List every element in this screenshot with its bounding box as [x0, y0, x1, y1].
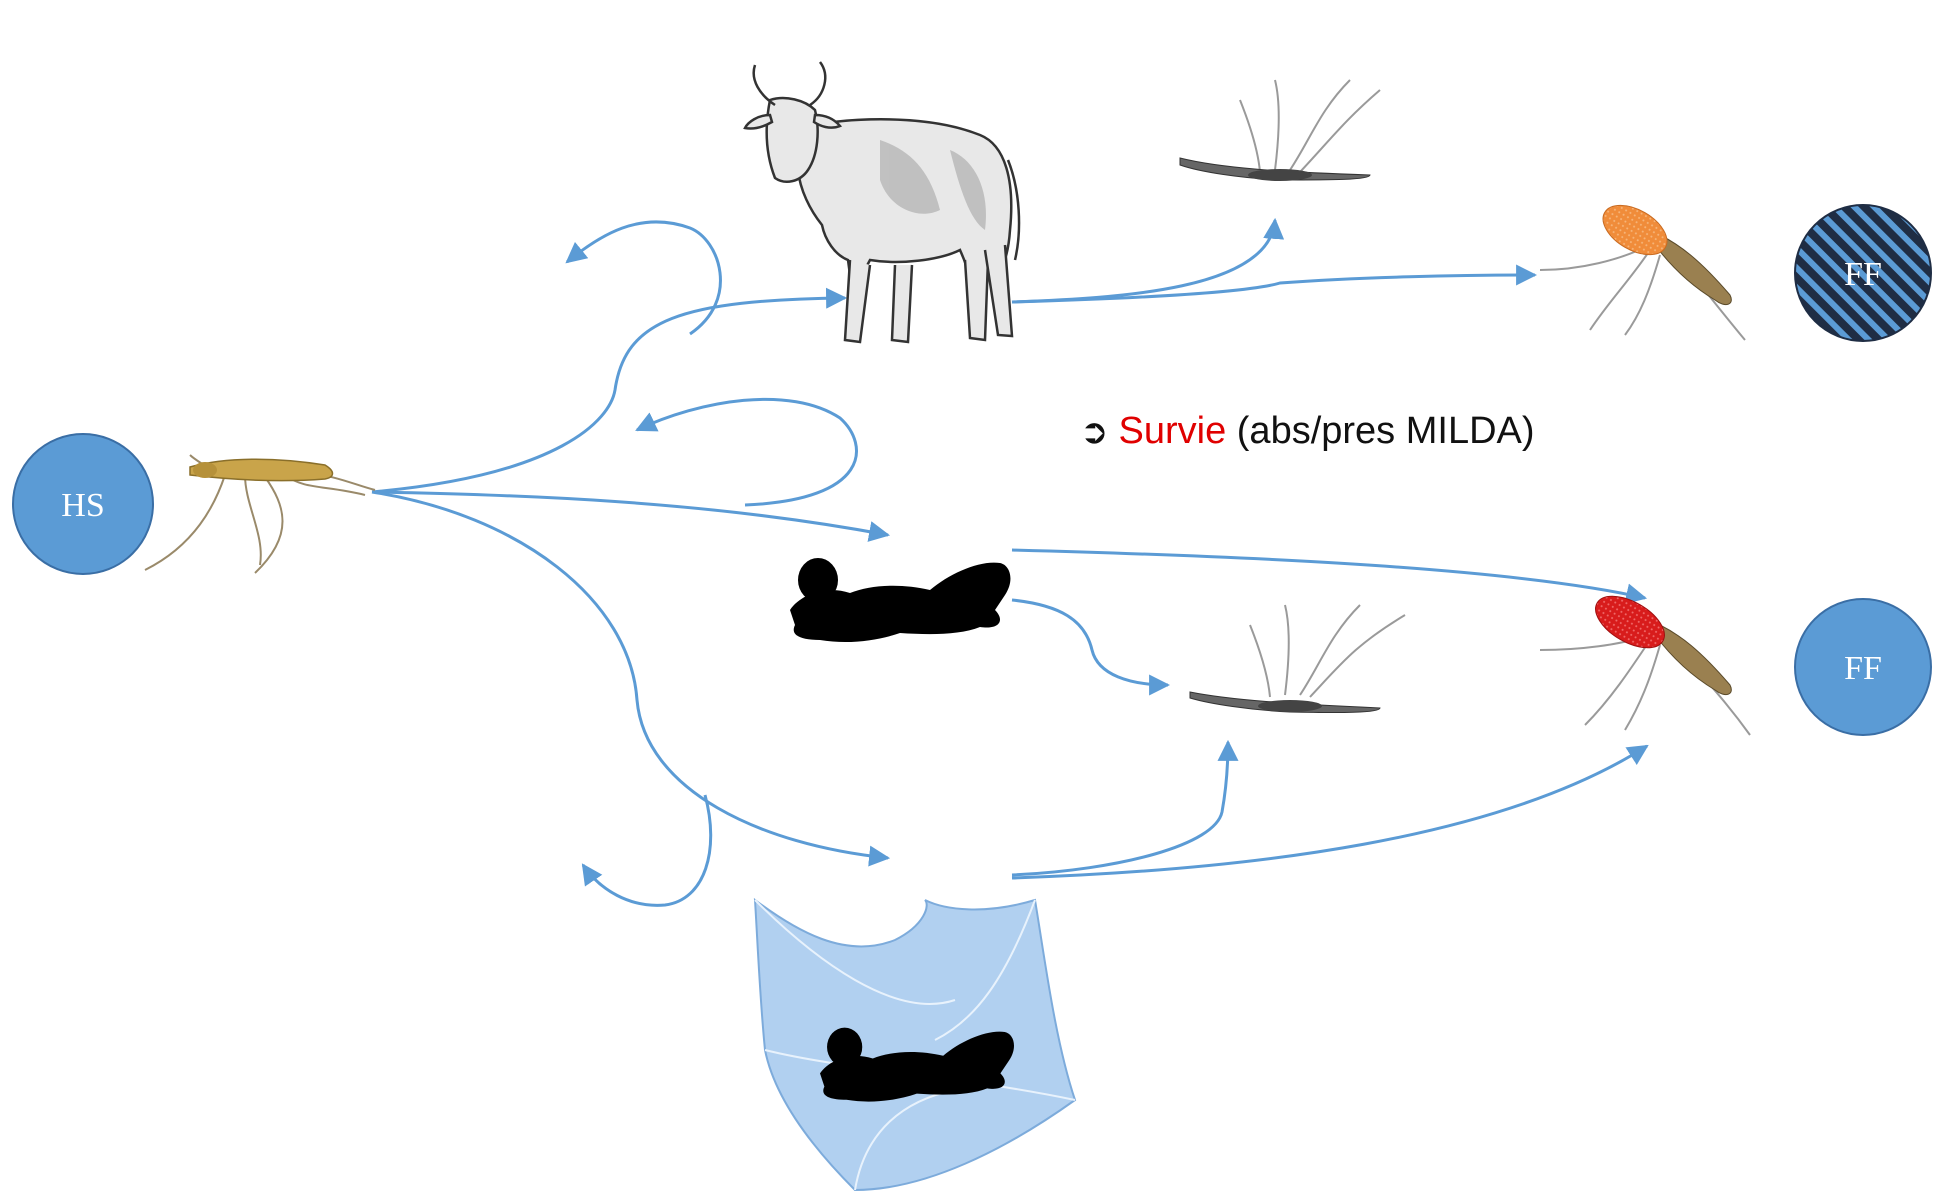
arrow-human-avoid-loop [635, 397, 858, 507]
dead-mosquito-icon-top [1179, 79, 1381, 181]
arrows [371, 217, 1649, 907]
hs-label: HS [61, 487, 104, 524]
arrow-cow-avoid-loop [565, 220, 722, 336]
cow-icon [743, 61, 1021, 344]
arrow-start-to-cow [371, 287, 848, 494]
fed-mosquito-icon-top [1539, 204, 1746, 341]
arrow-bullet-icon: ➲ [1080, 413, 1109, 451]
hs-node: HS [12, 433, 154, 575]
arrow-bednet-to-fed-bottom [1011, 744, 1649, 880]
ff-node-top: FF [1794, 204, 1932, 342]
ff-node-bottom: FF [1794, 598, 1932, 736]
arrow-cow-to-fed-top [1011, 264, 1538, 304]
caption-highlight: Survie [1118, 410, 1227, 452]
arrow-bednet-to-dead [1011, 739, 1239, 877]
arrow-start-to-human [371, 490, 891, 542]
mosquito-icon [144, 454, 376, 574]
arrow-bednet-deflect-loop [581, 794, 713, 907]
arrow-human-to-fed-bottom [1011, 548, 1648, 605]
bednet-icon [753, 897, 1077, 1192]
arrow-start-to-bednet [371, 490, 891, 867]
fed-mosquito-icon-bottom [1539, 595, 1751, 736]
survival-caption: ➲Survie (abs/pres MILDA) [1080, 410, 1535, 453]
sleeping-human-icon [790, 558, 1011, 643]
dead-mosquito-icon-bottom [1189, 604, 1406, 714]
arrow-human-to-dead [1011, 598, 1171, 696]
ff-top-label: FF [1844, 256, 1882, 293]
ff-bottom-label: FF [1844, 650, 1882, 687]
caption-rest: (abs/pres MILDA) [1226, 410, 1535, 452]
